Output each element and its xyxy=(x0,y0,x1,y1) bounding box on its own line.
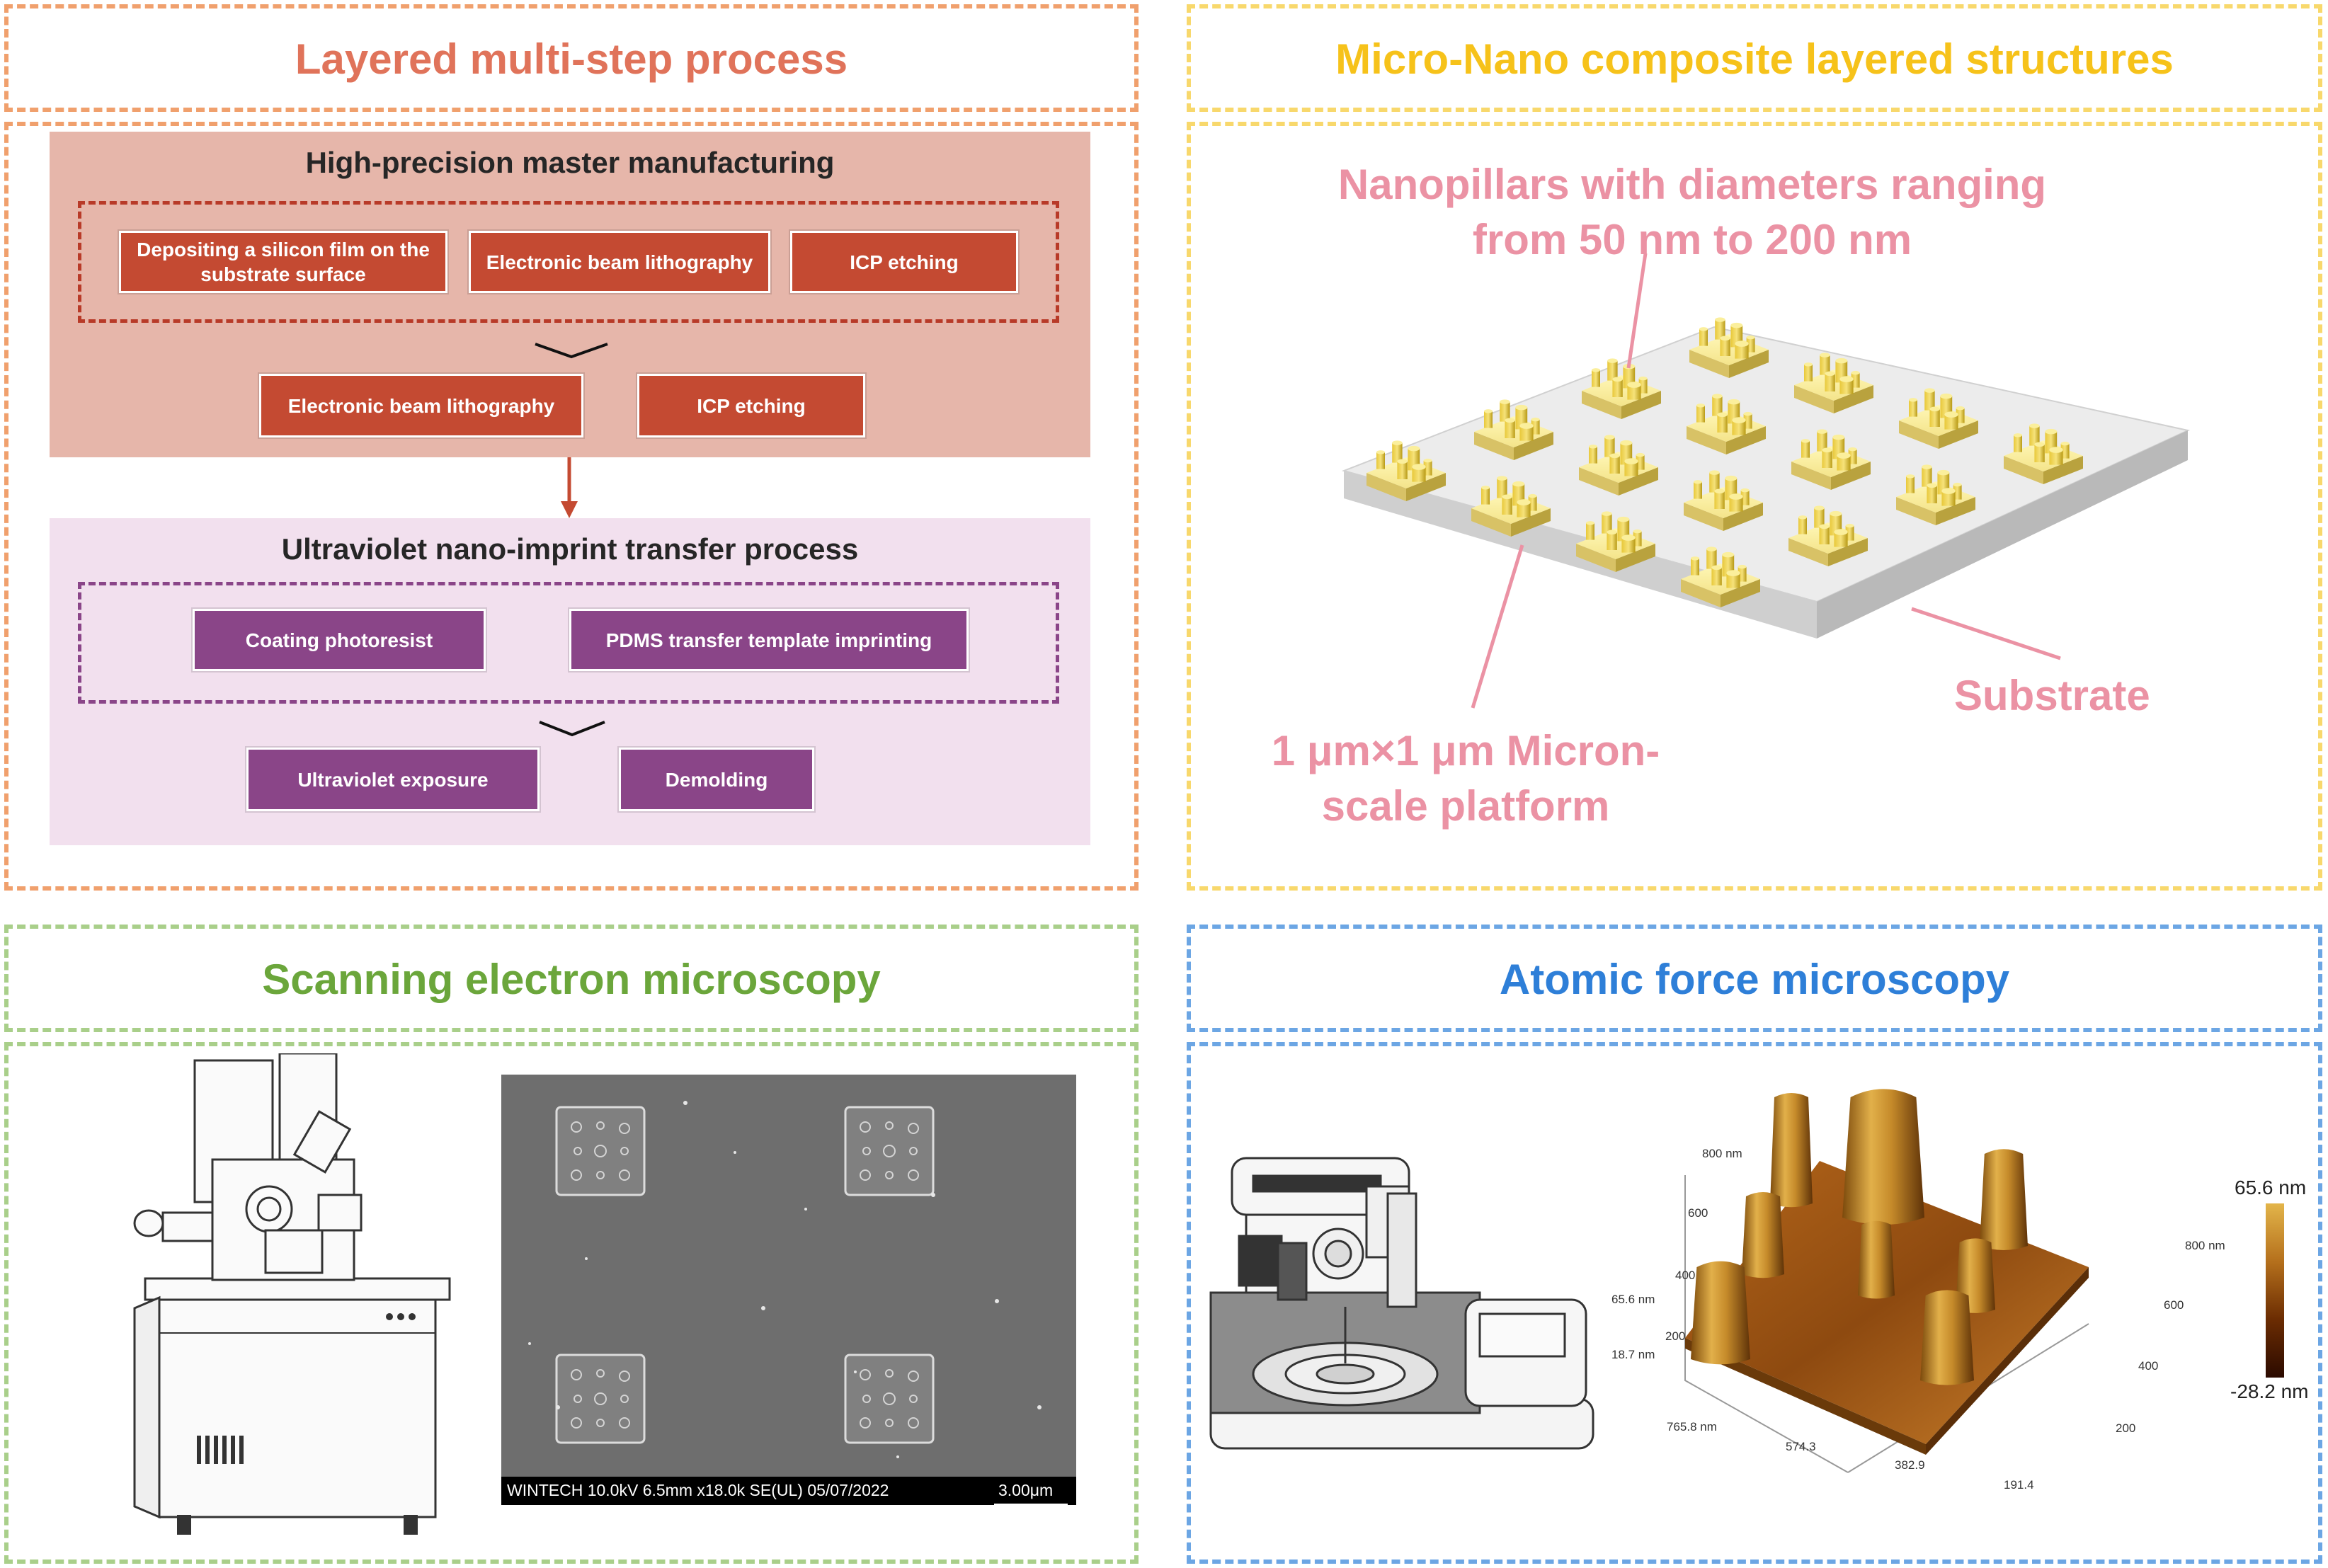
afm-r-tick-400: 400 xyxy=(2138,1359,2159,1373)
afm-r-tick-600: 600 xyxy=(2164,1298,2184,1312)
afm-z-tick-bottom: 18.7 nm xyxy=(1611,1348,1655,1361)
imprint-step-coating: Coating photoresist xyxy=(193,609,486,671)
sem-info-bar: WINTECH 10.0kV 6.5mm x18.0k SE(UL) 05/07… xyxy=(507,1481,889,1499)
down-arrow-icon xyxy=(561,457,578,518)
imprint-step-uv: Ultraviolet exposure xyxy=(246,748,540,811)
afm-y-tick-600: 600 xyxy=(1688,1206,1708,1220)
structure-illustration xyxy=(1341,317,2191,639)
afm-x-tick-765: 765.8 nm xyxy=(1667,1420,1717,1433)
afm-colorbar xyxy=(2266,1203,2284,1378)
afm-y-tick-200: 200 xyxy=(1665,1329,1686,1343)
master-heading: High-precision master manufacturing xyxy=(305,146,835,179)
imprint-section xyxy=(50,518,1090,845)
afm-title-frame xyxy=(1187,925,2322,1032)
sem-panel xyxy=(4,1042,1139,1564)
afm-x-tick-574: 574.3 xyxy=(1786,1440,1816,1453)
afm-panel xyxy=(1187,1042,2322,1564)
master-step-icp-2: ICP etching xyxy=(637,374,865,437)
afm-r-tick-800: 800 nm xyxy=(2185,1239,2225,1252)
afm-z-tick-top: 65.6 nm xyxy=(1611,1293,1655,1306)
afm-x-tick-191: 191.4 xyxy=(2004,1478,2034,1492)
structure-title-frame xyxy=(1187,4,2322,112)
imprint-step-group xyxy=(78,582,1059,704)
imprint-chevron-icon xyxy=(539,721,605,737)
imprint-step-demold: Demolding xyxy=(619,748,814,811)
master-step-icp: ICP etching xyxy=(790,231,1018,293)
sem-title: Scanning electron microscopy xyxy=(262,955,881,1003)
afm-surface-plot xyxy=(1684,1089,2089,1473)
sem-title-frame xyxy=(4,925,1139,1032)
structure-panel xyxy=(1187,122,2322,891)
substrate-label: Substrate xyxy=(1954,672,2150,719)
process-title: Layered multi-step process xyxy=(295,35,848,83)
afm-y-tick-400: 400 xyxy=(1675,1269,1696,1282)
afm-y-tick-800: 800 nm xyxy=(1702,1147,1742,1160)
sem-scale-bar xyxy=(994,1504,1068,1506)
process-panel xyxy=(4,122,1139,891)
master-step-ebl-2: Electronic beam lithography xyxy=(259,374,583,437)
afm-colorbar-max: 65.6 nm xyxy=(2235,1177,2307,1198)
platform-label: 1 μm×1 μm Micron-scale platform xyxy=(1271,727,1660,830)
afm-r-tick-200: 200 xyxy=(2116,1421,2136,1435)
sem-scale-text: 3.00μm xyxy=(998,1481,1054,1499)
imprint-heading: Ultraviolet nano-imprint transfer proces… xyxy=(281,532,859,566)
master-step-ebl: Electronic beam lithography xyxy=(469,231,770,293)
master-chevron-icon xyxy=(535,343,608,359)
afm-x-tick-382: 382.9 xyxy=(1895,1458,1925,1472)
imprint-step-pdms: PDMS transfer template imprinting xyxy=(569,609,969,671)
master-step-group xyxy=(78,201,1059,323)
sem-micrograph xyxy=(501,1075,1076,1505)
sem-instrument-drawing xyxy=(133,1053,451,1535)
afm-colorbar-min: -28.2 nm xyxy=(2230,1380,2309,1402)
process-title-frame xyxy=(4,4,1139,112)
nanopillar-label: Nanopillars with diameters ranging from … xyxy=(1337,161,2047,263)
structure-title: Micro-Nano composite layered structures xyxy=(1335,35,2174,83)
afm-title: Atomic force microscopy xyxy=(1499,955,2010,1003)
afm-instrument-drawing xyxy=(1209,1157,1594,1450)
master-step-deposit: Depositing a silicon film on the substra… xyxy=(119,231,447,293)
